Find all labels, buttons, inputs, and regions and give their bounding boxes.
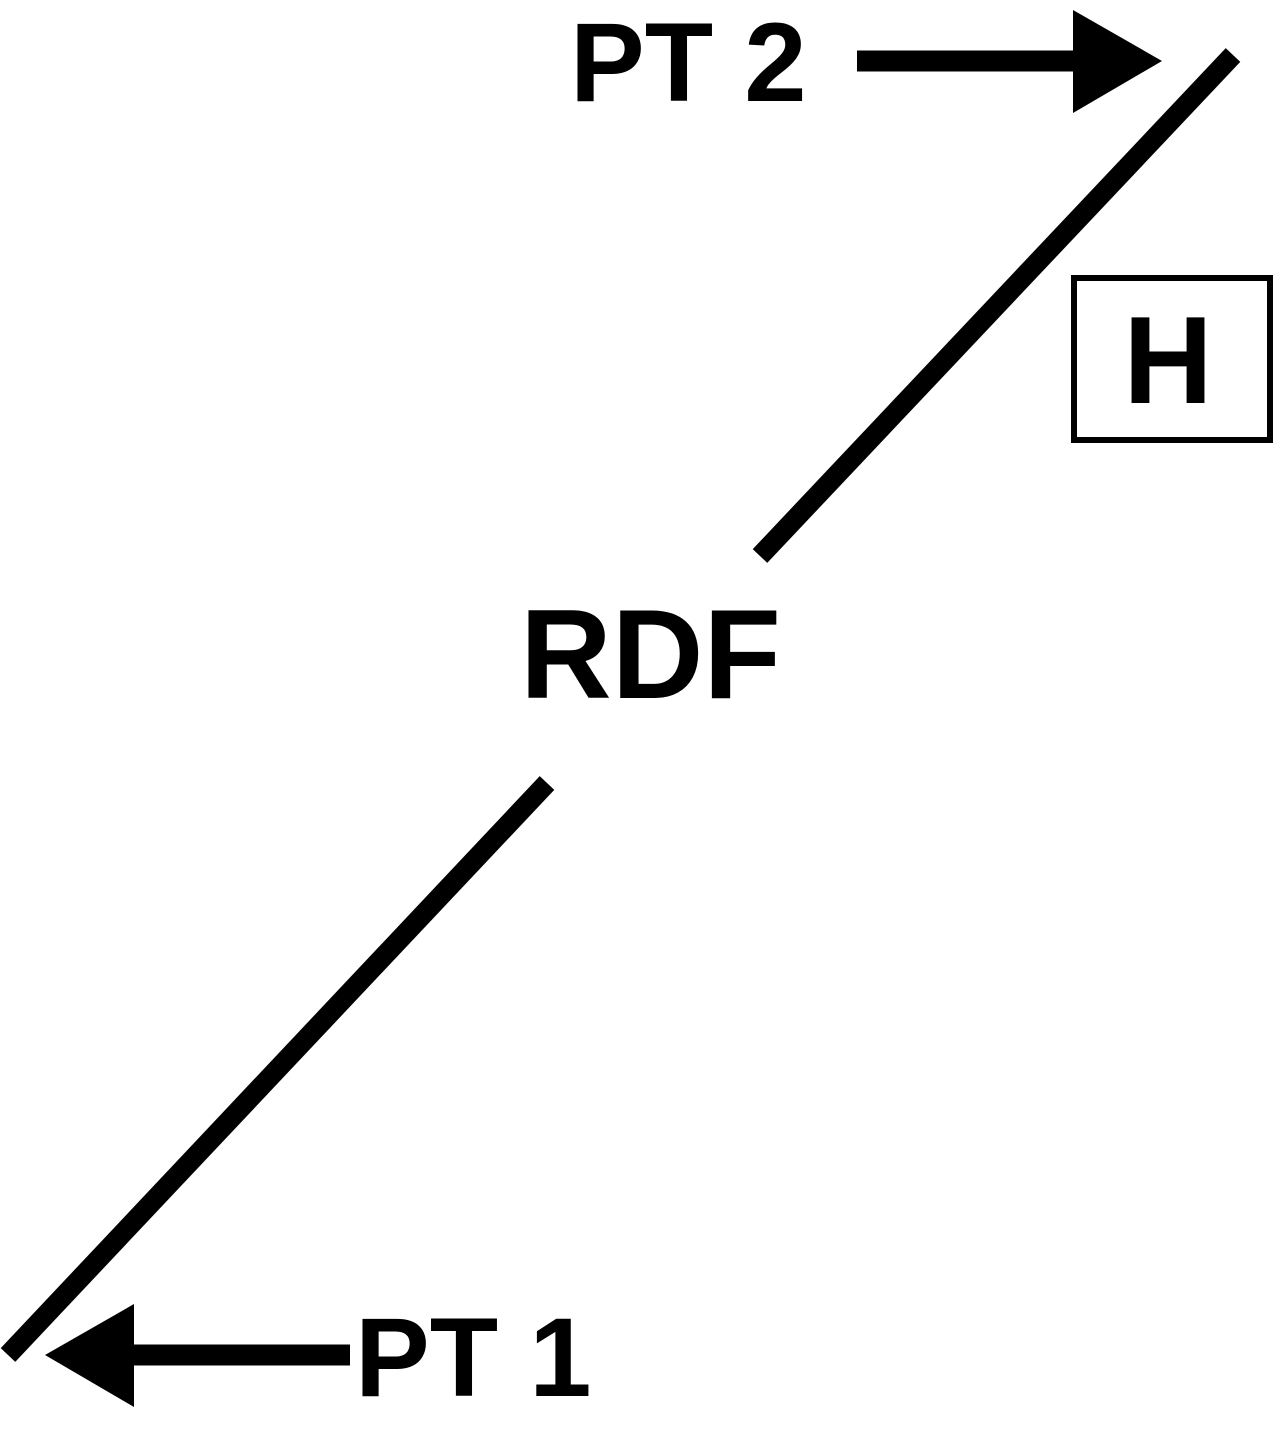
boxed-h-frame: [1071, 275, 1273, 443]
diagonal-line-lower: [0, 776, 555, 1362]
arrow-left-head: [45, 1304, 134, 1407]
label-rdf: RDF: [520, 583, 781, 725]
boxed-h: H: [1071, 275, 1273, 443]
label-h: H: [1123, 292, 1213, 430]
diagonal-line-upper: [752, 48, 1241, 563]
arrow-right-head: [1073, 10, 1162, 113]
label-pt1: PT 1: [355, 1295, 592, 1420]
arrow-right-top: [857, 10, 1162, 113]
label-pt2: PT 2: [570, 0, 807, 125]
arrow-left-bottom: [45, 1304, 350, 1407]
